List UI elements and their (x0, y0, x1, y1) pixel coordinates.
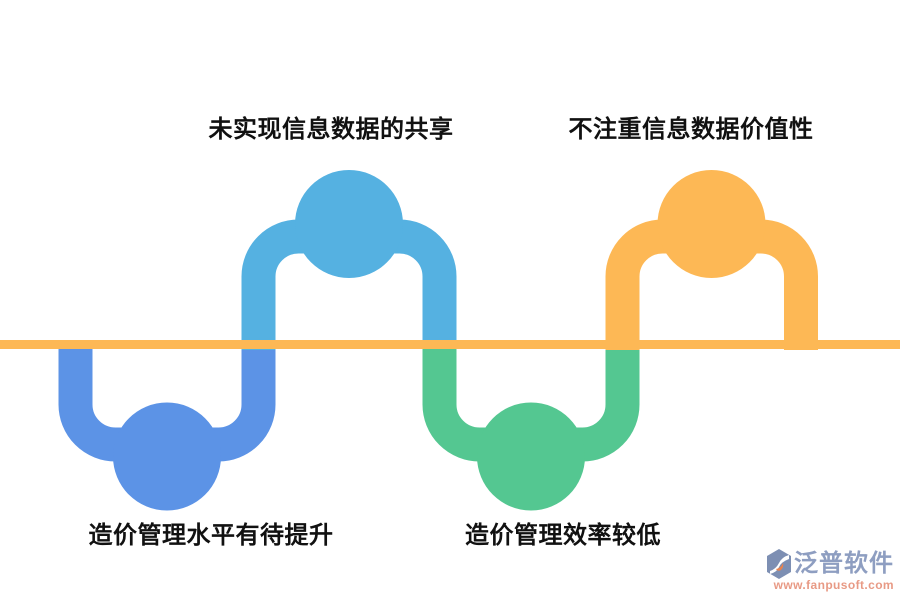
fanpu-logo-icon (767, 549, 791, 579)
wave-node-green-circle (477, 402, 585, 511)
wave-node-royal-blue-circle (113, 402, 221, 511)
baseline (0, 340, 900, 349)
label-cost-management-level: 造价管理水平有待提升 (88, 522, 334, 549)
fanpu-logo: 泛普软件 www.fanpusoft.com (766, 549, 894, 592)
wave-node-orange-circle (657, 170, 766, 278)
label-info-sharing: 未实现信息数据的共享 (208, 116, 454, 143)
fanpu-brand-text: 泛普软件 (794, 550, 894, 577)
fanpu-logo-row: 泛普软件 (766, 549, 894, 579)
label-cost-efficiency: 造价管理效率较低 (465, 522, 661, 549)
label-data-value: 不注重信息数据价值性 (568, 116, 814, 143)
wave-node-sky-blue-circle (295, 170, 403, 278)
fanpu-url-text: www.fanpusoft.com (773, 578, 894, 592)
